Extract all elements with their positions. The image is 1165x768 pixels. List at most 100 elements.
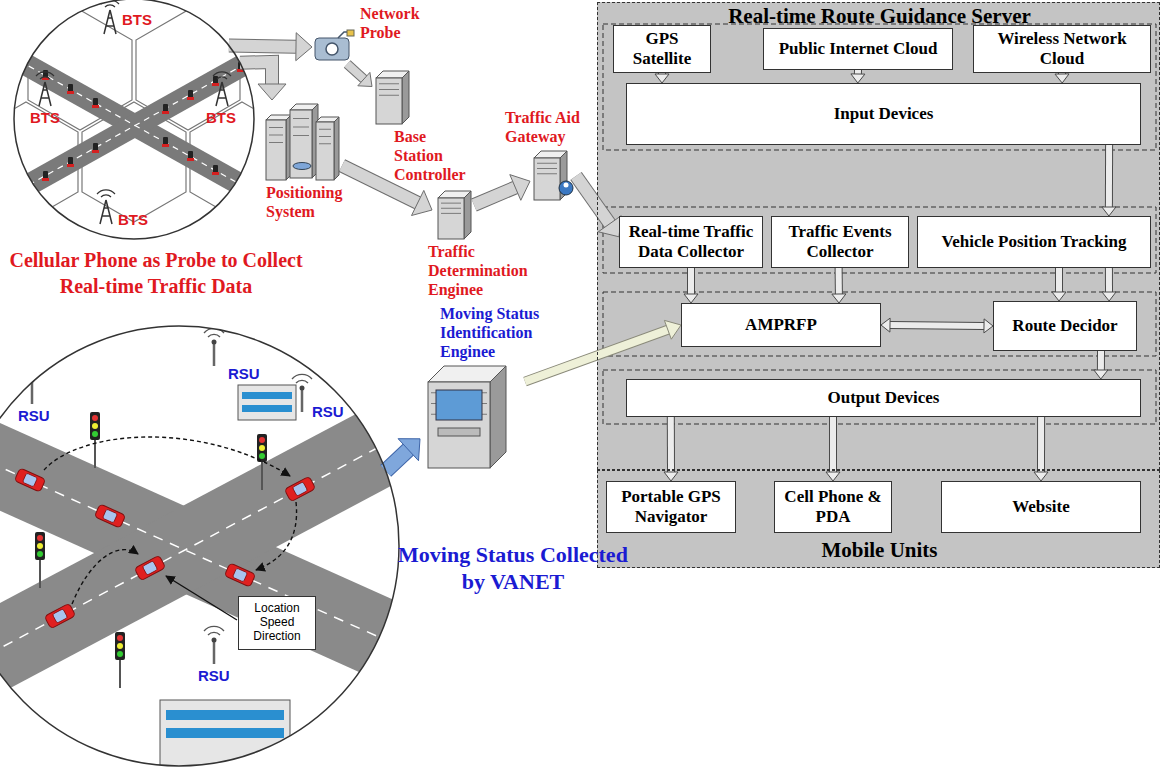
label-holder: RSU (198, 668, 230, 685)
equipment-label: RSU (228, 366, 260, 383)
box-label: Wireless Network Cloud (978, 29, 1146, 68)
arrow-shaft-outline (576, 176, 610, 224)
arrow-shaft-outline (474, 188, 515, 206)
box-label: Traffic Events Collector (776, 222, 904, 261)
label-holder: Traffic Determination Enginee (428, 242, 558, 300)
flow-arrow (240, 62, 286, 100)
process-box: Input Devices (626, 83, 1141, 145)
device-icon (530, 150, 576, 202)
flow-arrow (881, 318, 993, 333)
label-holder: RSU (312, 404, 344, 421)
arrow-shaft (229, 46, 296, 47)
flow-arrow (655, 73, 669, 83)
arrow-head (358, 72, 372, 86)
box-label: Cell Phone & PDA (779, 487, 887, 526)
device-icon (262, 100, 342, 182)
arrow-shaft (890, 322, 984, 329)
arrow-head (412, 190, 433, 215)
equipment-label: BTS (118, 212, 148, 229)
arrow-shaft-outline (890, 321, 984, 330)
arrow-shaft (347, 64, 364, 79)
arrow-shaft-outline (347, 64, 364, 79)
input-source-box: GPS Satellite (613, 25, 711, 73)
box-label: Location Speed Direction (243, 602, 311, 643)
label-holder: BTS (30, 110, 60, 127)
label-holder: BTS (122, 12, 152, 29)
label-holder: BTS (206, 110, 236, 127)
flow-arrow (347, 64, 372, 87)
flow-arrow (851, 70, 865, 83)
equipment-label: RSU (312, 404, 344, 421)
flow-arrow (386, 439, 420, 471)
device-box: Portable GPS Navigator (606, 481, 736, 533)
box-label: Input Devices (834, 104, 934, 124)
process-box: AMPRFP (681, 303, 881, 347)
node-label: Moving Status Collected by VANET (398, 542, 628, 596)
arrow-head (258, 84, 286, 100)
box-label: Public Internet Cloud (779, 39, 938, 59)
vanet-circle: Moving Status Collected by VANETLocation… (0, 325, 400, 767)
process-box: Output Devices (626, 379, 1141, 417)
label-holder: BTS (118, 212, 148, 229)
flow-arrow (832, 268, 846, 303)
arrow-shaft (668, 417, 674, 472)
arrow-shaft (1056, 268, 1062, 292)
device-box: Website (941, 481, 1141, 533)
arrow-shaft (855, 70, 861, 74)
device-icon (312, 30, 356, 64)
process-box: Real-time Traffic Data Collector (619, 216, 763, 268)
arrow-shaft-outline (1055, 268, 1063, 292)
arrow-head (1034, 472, 1048, 481)
cellular-illustration (0, 0, 294, 245)
arrow-head (598, 216, 621, 237)
traffic-gateway: Traffic Aid Gateway (530, 150, 576, 202)
arrow-shaft (688, 268, 694, 294)
arrow-head (664, 472, 678, 481)
flow-arrow (1034, 417, 1048, 481)
arrow-shaft (386, 450, 409, 471)
flow-arrow (474, 175, 530, 205)
arrow-shaft (474, 188, 515, 206)
device-icon (432, 190, 474, 240)
node-label: Traffic Determination Enginee (428, 242, 558, 300)
server-panel: Real-time Route Guidance ServerGPS Satel… (597, 2, 1160, 470)
node-label: Moving Status Identification Enginee (440, 304, 572, 362)
arrow-head (851, 74, 865, 83)
arrow-shaft-outline (687, 268, 695, 294)
arrow-head (881, 318, 890, 332)
arrow-head (1055, 74, 1069, 83)
arrow-head (510, 175, 530, 201)
arrow-head (1102, 292, 1116, 301)
label-holder: RSU (228, 366, 260, 383)
flow-arrow (525, 320, 681, 381)
arrow-head (655, 74, 669, 83)
flow-arrow (1052, 268, 1066, 301)
arrow-head (296, 33, 312, 61)
input-source-box: Public Internet Cloud (763, 28, 953, 70)
node-label: Positioning System (266, 183, 354, 221)
arrow-shaft (1106, 268, 1112, 292)
arrow-shaft-outline (229, 46, 296, 47)
equipment-label: RSU (18, 408, 50, 425)
arrow-shaft (1038, 417, 1044, 472)
label-holder: Positioning System (266, 183, 354, 221)
process-box: Traffic Events Collector (771, 216, 909, 268)
arrow-head (684, 294, 698, 303)
base-station-controller: Base Station Controller (372, 70, 412, 125)
flow-arrow (1102, 145, 1116, 216)
input-source-box: Wireless Network Cloud (973, 25, 1151, 73)
node-label: Cellular Phone as Probe to Collect Real-… (0, 247, 312, 299)
label-holder: Cellular Phone as Probe to Collect Real-… (0, 247, 312, 299)
arrow-head (1094, 370, 1108, 379)
arrow-shaft-outline (1105, 145, 1113, 207)
arrow-head (832, 294, 846, 303)
status-engine: Moving Status Identification Enginee (420, 366, 525, 470)
equipment-label: BTS (30, 110, 60, 127)
arrow-head (664, 320, 681, 339)
box-label: Real-time Traffic Data Collector (624, 222, 758, 261)
label-holder: Moving Status Identification Enginee (440, 304, 572, 362)
arrow-shaft-outline (667, 417, 675, 472)
label-holder: Mobile Units (598, 538, 1161, 563)
flow-arrow (1102, 268, 1116, 301)
equipment-label: BTS (206, 110, 236, 127)
